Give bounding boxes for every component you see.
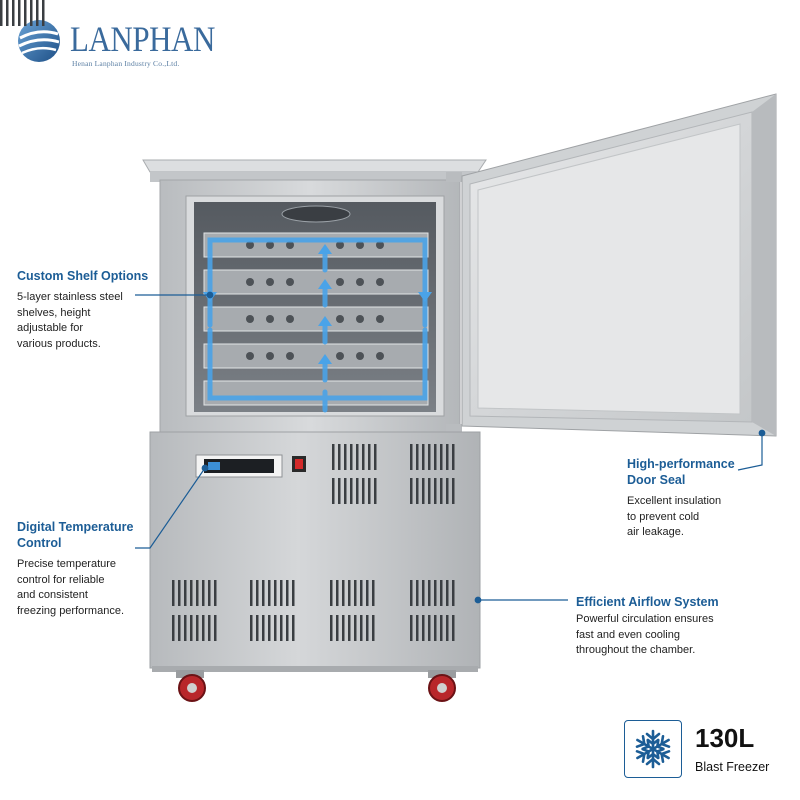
desc-line: throughout the chamber. (576, 644, 696, 656)
vent-grilles (0, 0, 455, 641)
callout-airflow-title: Efficient Airflow System (576, 595, 719, 609)
title-line: High-performance (627, 457, 735, 471)
desc-line: shelves, height (17, 306, 91, 319)
callout-airflow-desc: Powerful circulation ensures fast and ev… (576, 612, 756, 659)
title-line: Control (17, 536, 62, 550)
casters (176, 670, 456, 702)
snowflake-icon (633, 729, 673, 769)
desc-line: adjustable for (17, 322, 84, 334)
desc-line: control for reliable (17, 573, 105, 586)
callout-temperature-desc: Precise temperature control for reliable… (17, 557, 157, 619)
desc-line: Excellent insulation (627, 495, 722, 507)
callout-shelf-options: Custom Shelf Options 5-layer stainless s… (17, 268, 177, 352)
callout-airflow-system: Efficient Airflow System Powerful circul… (576, 594, 756, 659)
callout-shelf-title: Custom Shelf Options (17, 269, 149, 283)
desc-line: and consistent (17, 589, 88, 601)
brand-name: LANPHAN (70, 19, 215, 59)
capacity-value: 130L (695, 723, 755, 753)
callout-temperature-control: Digital Temperature Control Precise temp… (17, 519, 157, 619)
callout-door-seal: High-performance Door Seal Excellent ins… (627, 456, 767, 541)
callout-shelf-desc: 5-layer stainless steel shelves, height … (17, 290, 177, 352)
shelves (203, 232, 429, 406)
desc-line: air leakage. (627, 526, 684, 538)
desc-line: Precise temperature (17, 558, 117, 570)
callout-temperature-title: Digital Temperature Control (17, 519, 157, 551)
callout-seal-desc: Excellent insulation to prevent cold air… (627, 494, 767, 541)
desc-line: Powerful circulation ensures (576, 613, 714, 625)
brand-logo: LANPHAN Henan Lanphan Industry Co.,Ltd. (16, 18, 215, 68)
company-name: Henan Lanphan Industry Co.,Ltd. (72, 59, 180, 68)
desc-line: to prevent cold (627, 510, 700, 523)
globe-logo-icon (18, 20, 60, 62)
desc-line: various products. (17, 337, 101, 350)
desc-line: 5-layer stainless steel (17, 291, 123, 303)
capacity-badge (624, 720, 682, 778)
title-line: Digital Temperature (17, 520, 134, 534)
desc-line: freezing performance. (17, 604, 124, 617)
title-line: Door Seal (627, 473, 686, 487)
callout-leaders (135, 291, 766, 604)
desc-line: fast and even cooling (576, 628, 680, 641)
callout-seal-title: High-performance Door Seal (627, 456, 767, 488)
product-name: Blast Freezer (695, 760, 770, 774)
